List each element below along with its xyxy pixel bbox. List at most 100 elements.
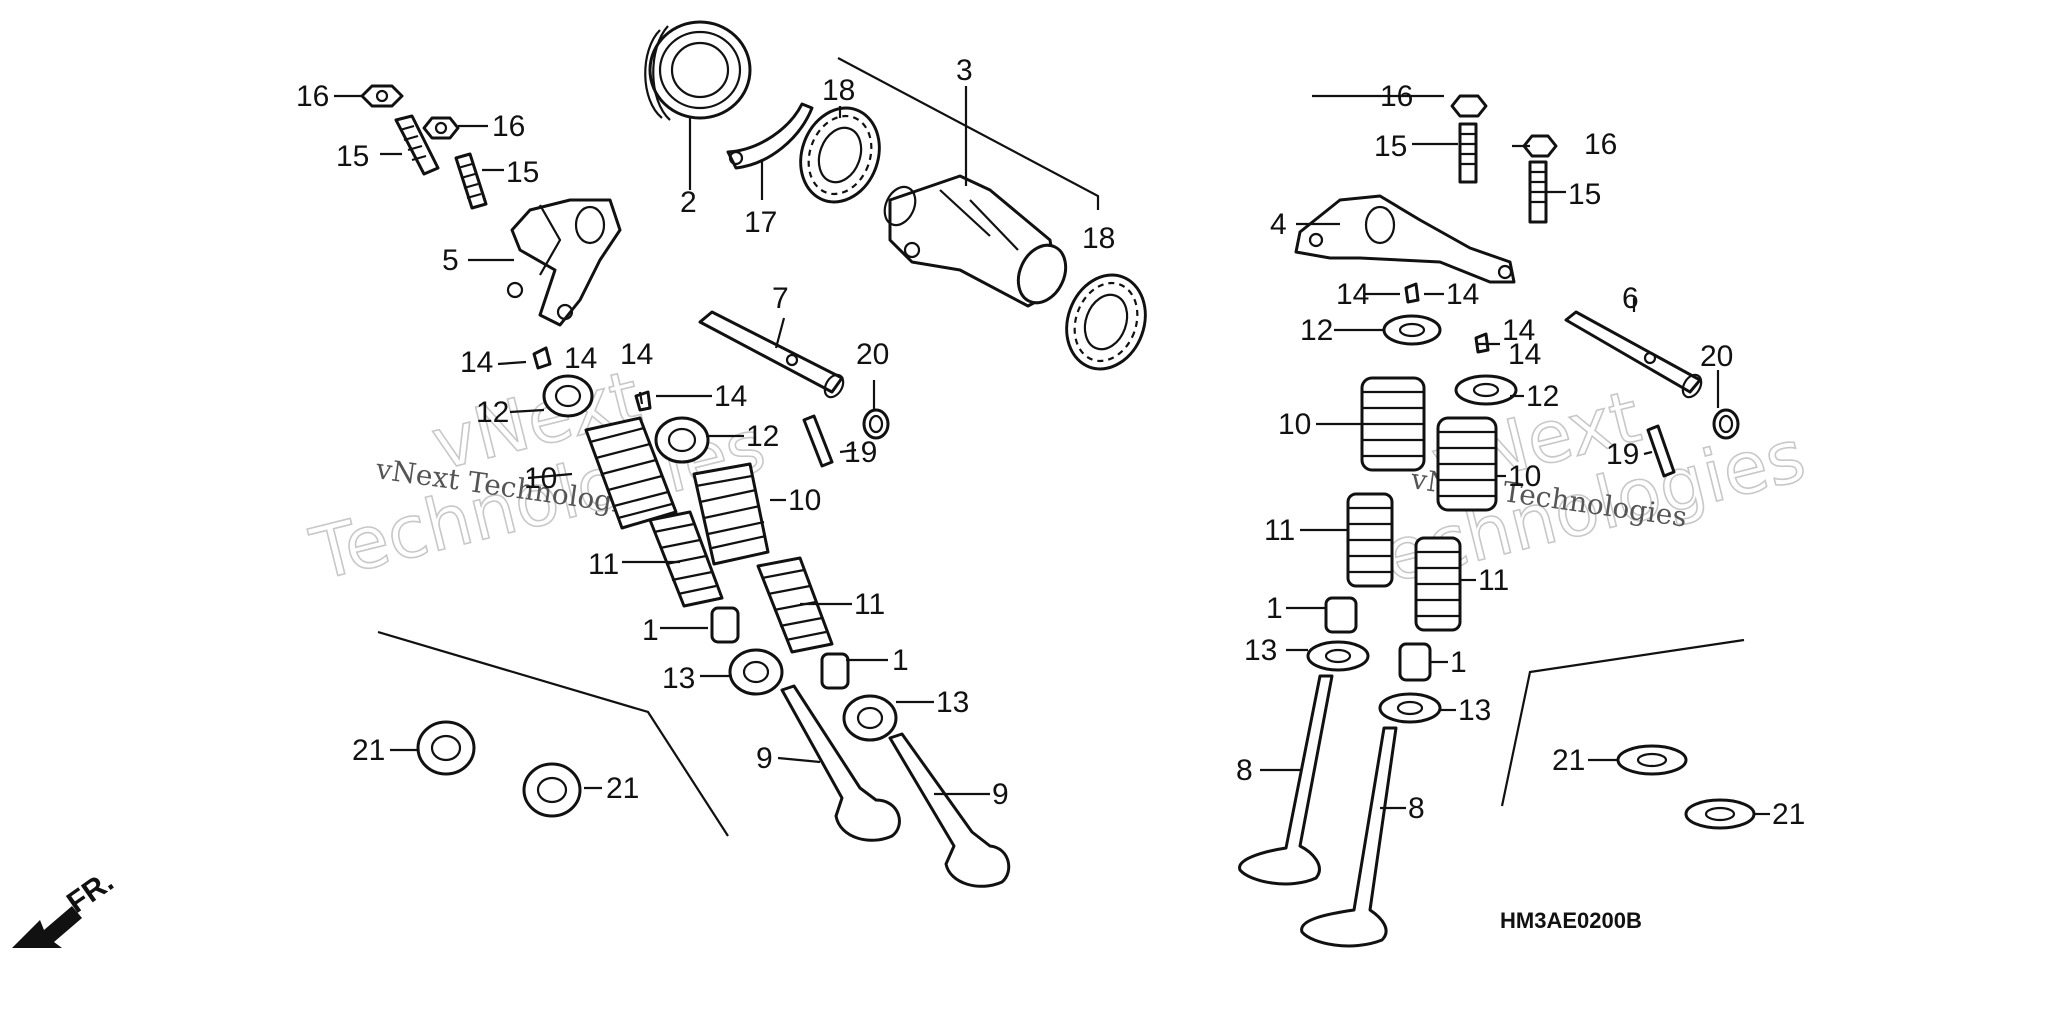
part-11-inner-spring-left-b [756,556,834,654]
part-1-stem-seal-left-b [820,652,850,690]
callout-3: 3 [956,54,973,87]
part-5-rocker-arm-left [506,198,622,327]
callout-6: 6 [1622,282,1639,315]
part-12-retainer-right-a [1382,314,1442,346]
part-19-pin-left [802,414,834,468]
part-12-retainer-left-a [542,374,594,418]
part-15-screw-left-b [454,152,488,210]
callout-21: 21 [606,772,639,805]
callout-7: 7 [772,282,789,315]
callout-21: 21 [1552,744,1585,777]
callout-19: 19 [1606,438,1639,471]
callout-1: 1 [1450,646,1467,679]
callout-20: 20 [856,338,889,371]
callout-16: 16 [492,110,525,143]
part-3-camshaft [883,174,1068,308]
callout-11: 11 [588,548,619,581]
callout-12: 12 [746,420,779,453]
part-11-inner-spring-left-a [648,510,724,608]
callout-15: 15 [506,156,539,189]
callout-12: 12 [1300,314,1333,347]
part-14-cotters [532,282,1490,412]
part-20-oring-left [862,408,890,440]
part-21-cap-right-b [1684,798,1756,830]
callout-1: 1 [1266,592,1283,625]
callout-16: 16 [1584,128,1617,161]
part-12-retainer-right-b [1454,374,1518,406]
callout-14: 14 [460,346,493,379]
part-10-outer-spring-left-a [584,416,678,530]
part-15-screw-left-a [394,114,440,176]
part-2-oil-seal [644,20,752,121]
leader-lines [334,57,1770,816]
callout-18: 18 [1082,222,1115,255]
part-16-nut-right-a [1450,94,1488,118]
part-1-stem-seal-right-b [1398,642,1432,682]
part-13-seat-left-a [728,648,784,696]
callout-labels: 16 16 15 15 5 2 17 18 3 18 7 20 19 14 14… [296,54,1805,831]
callout-11: 11 [1478,564,1509,597]
part-11-inner-spring-right-a [1346,492,1394,588]
part-13-seat-right-a [1306,640,1370,672]
callout-9: 9 [756,742,773,775]
part-20-oring-right [1712,408,1740,440]
part-10-outer-spring-right-a [1360,376,1426,472]
callout-5: 5 [442,244,459,277]
callout-14: 14 [1502,314,1535,347]
part-1-stem-seal-left-a [710,606,740,644]
part-16-nut-left-a [360,84,404,108]
part-15-screw-right-a [1458,122,1478,184]
part-21-cap-left-b [522,762,582,818]
callout-18: 18 [822,74,855,107]
callout-10: 10 [1508,460,1541,493]
section-divider-right [1500,638,1745,807]
callout-13: 13 [1458,694,1491,727]
part-9-valve-left-b [888,732,1011,888]
part-21-cap-left-a [416,720,476,776]
part-18-bearing-bottom [1065,273,1147,371]
part-16-nut-left-b [422,116,460,140]
diagram-code: HM3AE0200B [1500,908,1642,933]
callout-16: 16 [1380,80,1413,113]
callout-11: 11 [854,588,885,621]
part-17-cam-plate [726,102,814,170]
callout-15: 15 [1568,178,1601,211]
callout-8: 8 [1236,754,1253,787]
front-direction-arrow: FR. [12,865,120,948]
part-6-rocker-shaft-right [1564,310,1703,399]
callout-13: 13 [936,686,969,719]
callout-8: 8 [1408,792,1425,825]
callout-14: 14 [620,338,653,371]
callout-20: 20 [1700,340,1733,373]
part-8-valve-right-b [1300,726,1398,948]
callout-14: 14 [1446,278,1479,311]
callout-14: 14 [714,380,747,413]
callout-13: 13 [662,662,695,695]
part-10-outer-spring-left-b [692,462,770,566]
part-7-rocker-shaft-left [698,310,845,399]
part-13-seat-left-b [842,694,898,742]
part-10-outer-spring-right-b [1436,416,1498,512]
callout-21: 21 [352,734,385,767]
callout-4: 4 [1270,208,1287,241]
callout-15: 15 [1374,130,1407,163]
callout-14: 14 [1336,278,1369,311]
part-1-stem-seal-right-a [1324,596,1358,634]
callout-19: 19 [844,436,877,469]
callout-9: 9 [992,778,1009,811]
callout-14: 14 [564,342,597,375]
callout-14: 14 [1508,338,1541,371]
callout-11: 11 [1264,514,1295,547]
part-21-cap-right-a [1616,744,1688,776]
part-9-valve-left-a [780,684,901,842]
callout-15: 15 [336,140,369,173]
part-15-screw-right-b [1528,160,1548,224]
part-13-seat-right-b [1378,692,1442,724]
callout-2: 2 [680,186,697,219]
callout-12: 12 [1526,380,1559,413]
part-18-bearing-top [799,106,881,204]
part-4-rocker-arm-right [1294,194,1516,284]
part-11-inner-spring-right-b [1414,536,1462,632]
callout-1: 1 [642,614,659,647]
